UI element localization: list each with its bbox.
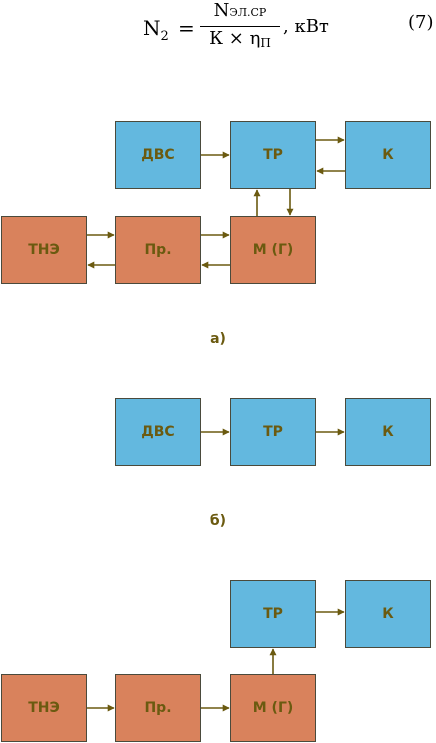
formula-equals: = — [178, 16, 195, 40]
block-mg-c: М (Г) — [230, 674, 316, 742]
formula-unit: , кВт — [283, 16, 329, 37]
block-tr-a: ТР — [230, 121, 316, 189]
caption-b: б) — [209, 513, 227, 529]
block-tr-c: ТР — [230, 580, 316, 648]
block-tr-b: ТР — [230, 398, 316, 466]
formula-7: N2 = NЭЛ.СР К × ηП , кВт (7) — [0, 0, 436, 60]
block-pr-a: Пр. — [115, 216, 201, 284]
block-mg-a: М (Г) — [230, 216, 316, 284]
block-tne-a: ТНЭ — [1, 216, 87, 284]
formula-lhs: N2 — [143, 16, 169, 44]
block-k-b: К — [345, 398, 431, 466]
formula-numerator: NЭЛ.СР — [213, 0, 267, 21]
block-pr-c: Пр. — [115, 674, 201, 742]
block-dvs-b: ДВС — [115, 398, 201, 466]
fraction-bar — [200, 26, 280, 27]
block-tne-c: ТНЭ — [1, 674, 87, 742]
block-k-a: К — [345, 121, 431, 189]
formula-denominator: К × ηП — [209, 28, 271, 50]
caption-a: а) — [210, 331, 226, 347]
formula-number: (7) — [408, 12, 434, 33]
block-k-c: К — [345, 580, 431, 648]
block-dvs-a: ДВС — [115, 121, 201, 189]
